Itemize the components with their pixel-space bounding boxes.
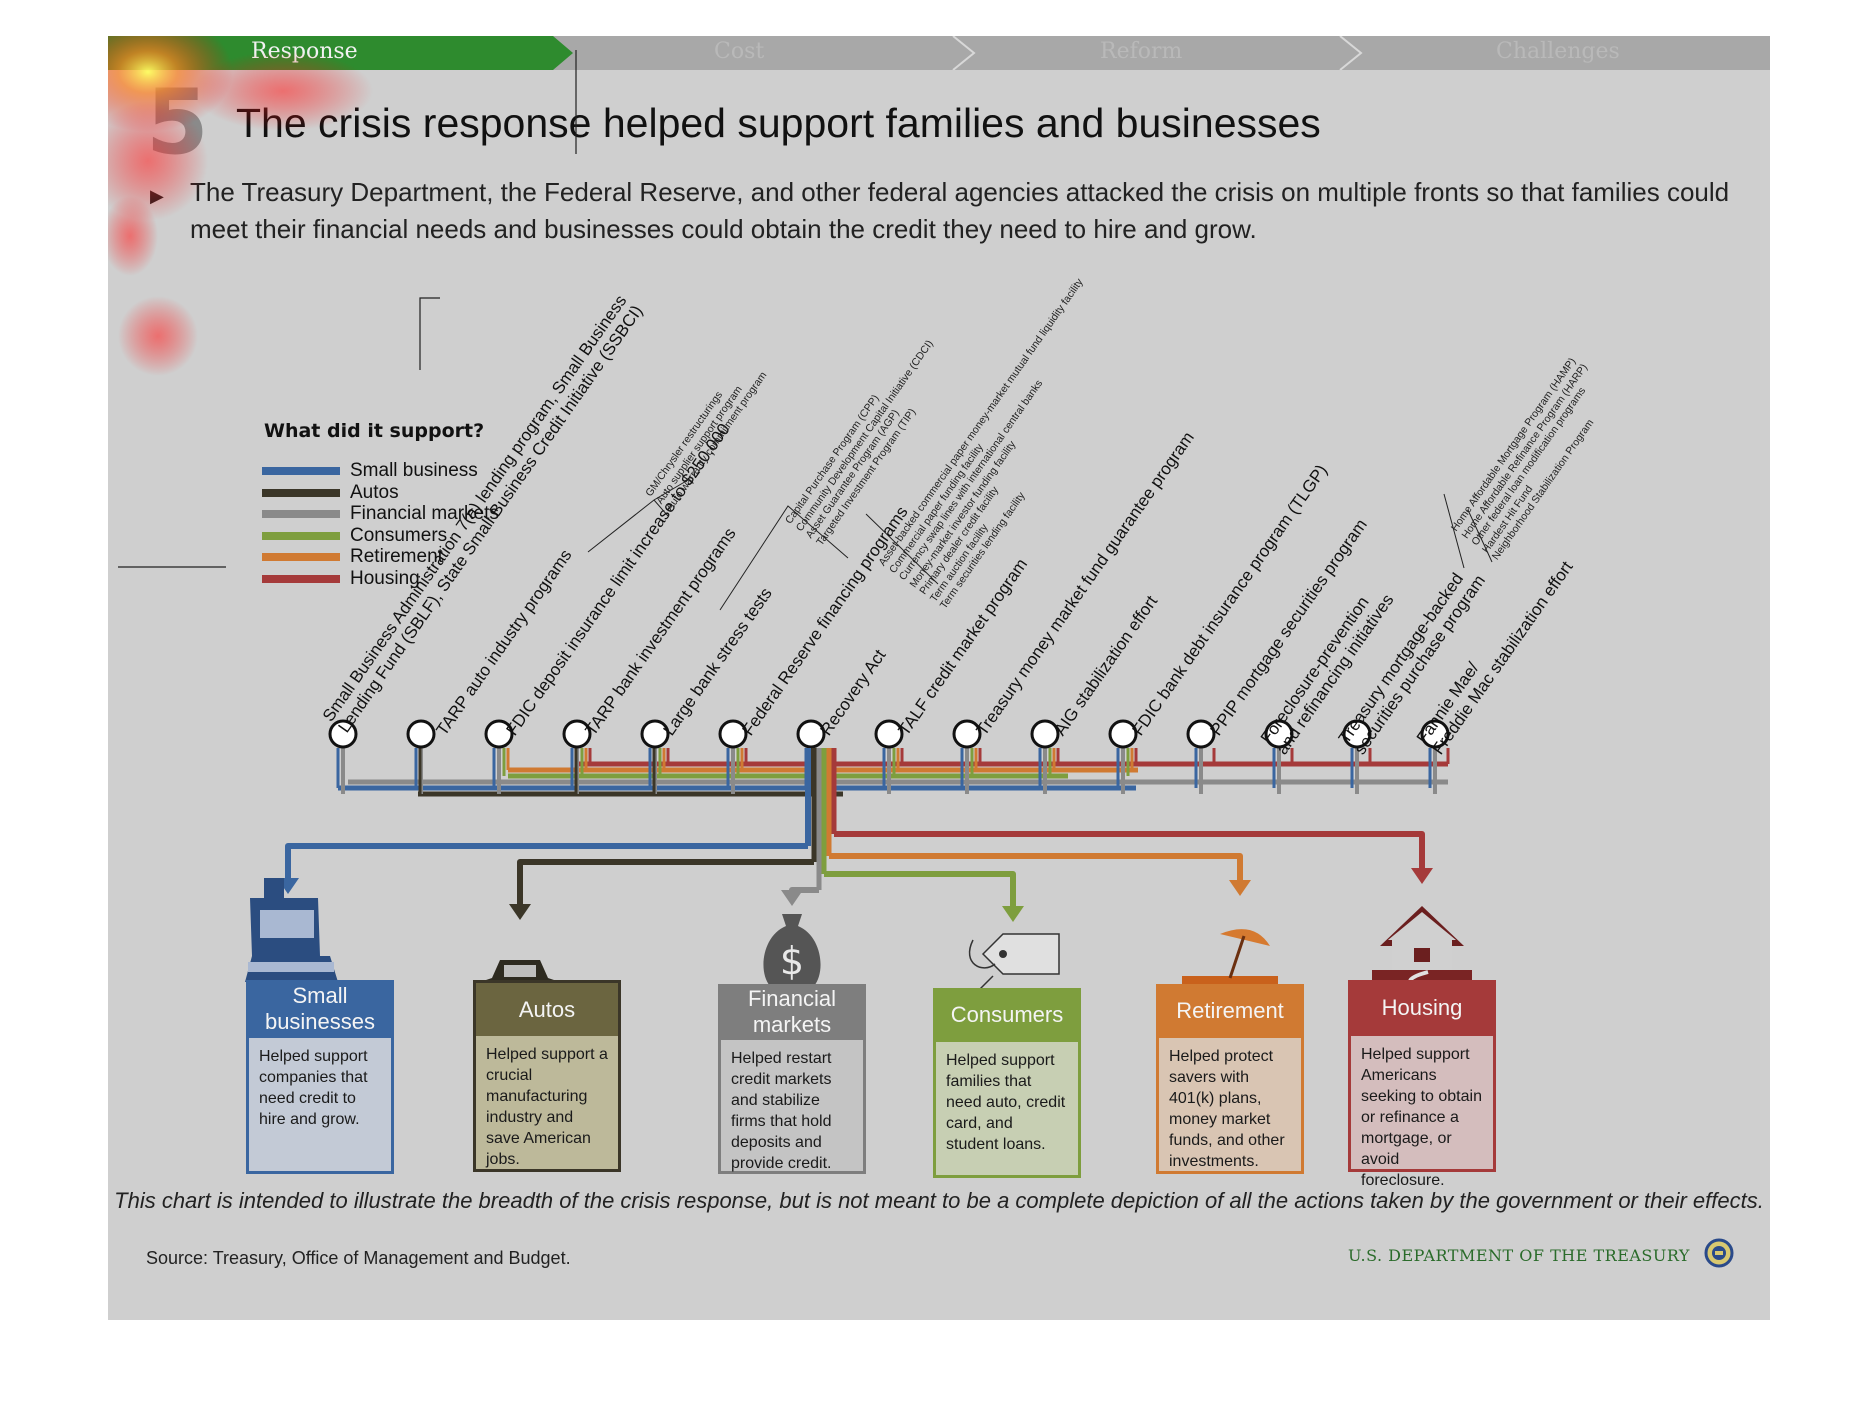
category-title-text: Financial markets [747, 986, 837, 1037]
category-title-consumers: Consumers [933, 988, 1081, 1042]
category-title-autos: Autos [473, 980, 621, 1036]
program-node-10 [1108, 719, 1138, 749]
category-title-text: Consumers [950, 1002, 1064, 1027]
house-window-icon [1414, 948, 1430, 962]
category-desc-financial-markets: Helped restart credit markets and stabil… [718, 1040, 866, 1174]
branch-consumers-arrowhead [1002, 906, 1024, 922]
program-node-2 [484, 719, 514, 749]
program-node-5 [718, 719, 748, 749]
tab-reform[interactable]: Reform [1100, 39, 1183, 64]
branch-retirement-arrowhead [1229, 880, 1251, 896]
leader-line [719, 505, 849, 611]
program-node-6 [796, 719, 826, 749]
program-node-8 [952, 719, 982, 749]
program-node-1 [406, 719, 436, 749]
legend-item-consumers: Consumers [262, 525, 447, 547]
program-node-4 [640, 719, 670, 749]
branch-housing-arrowhead [1411, 868, 1433, 884]
leader-line [653, 499, 669, 517]
legend-label: Small business [350, 460, 478, 481]
slide: Response Cost Reform Challenges 5 The cr… [108, 36, 1770, 1320]
branch-autos-arrowhead [509, 904, 531, 920]
cash-register-keys-icon [260, 910, 314, 938]
legend-label: Consumers [350, 525, 448, 546]
category-title-financial-markets: Financial markets [718, 984, 866, 1040]
program-node-3 [562, 719, 592, 749]
house-roof-inner-icon [1388, 912, 1456, 940]
leader-line [1443, 493, 1465, 569]
category-title-text: Retirement [1176, 998, 1284, 1023]
legend-item-retirement: Retirement [262, 546, 443, 568]
category-title-housing: Housing [1348, 980, 1496, 1036]
category-desc-retirement: Helped protect savers with 401(k) plans,… [1156, 1038, 1304, 1174]
legend-item-financial-markets: Financial markets [262, 503, 499, 525]
price-tag-hole-icon [999, 950, 1007, 958]
legend-label: Financial markets [350, 503, 499, 524]
money-bag-icon [763, 914, 821, 986]
legend-swatch [262, 467, 340, 475]
page-title: The crisis response helped support famil… [236, 100, 1321, 146]
program-node-11 [1186, 719, 1216, 749]
category-title-text: Housing [1381, 995, 1463, 1020]
program-node-12 [1264, 719, 1294, 749]
category-desc-consumers: Helped support families that need auto, … [933, 1042, 1081, 1178]
program-node-14 [1420, 719, 1450, 749]
source-note: Source: Treasury, Office of Management a… [146, 1248, 571, 1268]
legend-title: What did it support? [264, 420, 485, 442]
agency-name: U.S. DEPARTMENT OF THE TREASURY [1348, 1246, 1690, 1265]
branch-housing-line [834, 831, 1425, 870]
leader-line [1467, 509, 1493, 563]
legend-item-small-business: Small business [262, 460, 478, 482]
program-node-0 [328, 719, 358, 749]
program-node-9 [1030, 719, 1060, 749]
cash-register-display-icon [264, 878, 284, 900]
branch-consumers-line [824, 871, 1016, 908]
disclaimer-text: This chart is intended to illustrate the… [114, 1188, 1764, 1213]
branch-small-business-line [285, 843, 808, 880]
dollar-sign-icon: $ [780, 939, 804, 983]
cash-register-drawer-icon [248, 962, 334, 972]
category-desc-autos: Helped support a crucial manufacturing i… [473, 1036, 621, 1172]
umbrella-pole-icon [1228, 935, 1246, 979]
legend-item-housing: Housing [262, 568, 420, 590]
branch-autos-line [517, 859, 814, 906]
legend-swatch [262, 510, 340, 518]
program-node-13 [1342, 719, 1372, 749]
intro-text: The Treasury Department, the Federal Res… [190, 177, 1730, 244]
treasury-seal-icon [1704, 1238, 1734, 1268]
leader-line [865, 513, 939, 585]
legend-label: Housing [350, 568, 420, 589]
legend-swatch [262, 532, 340, 540]
program-node-7 [874, 719, 904, 749]
category-desc-small-businesses: Helped support companies that need credi… [246, 1038, 394, 1174]
branch-retirement-line [829, 853, 1243, 882]
bracket-line [419, 297, 440, 370]
car-windshield-icon [504, 965, 536, 977]
legend-swatch [262, 489, 340, 497]
tab-cost[interactable]: Cost [714, 39, 765, 64]
price-tag-string-icon [968, 939, 996, 969]
legend-swatch [262, 575, 340, 583]
legend-label: Autos [350, 482, 399, 503]
category-title-text: Small businesses [264, 983, 376, 1034]
category-title-retirement: Retirement [1156, 984, 1304, 1038]
branch-financial-arrowhead [781, 890, 803, 906]
tab-challenges[interactable]: Challenges [1496, 39, 1620, 64]
category-title-text: Autos [518, 996, 576, 1022]
legend-swatch [262, 553, 340, 561]
legend-label: Retirement [350, 546, 443, 567]
legend-item-autos: Autos [262, 482, 399, 504]
category-desc-housing: Helped support Americans seeking to obta… [1348, 1036, 1496, 1189]
category-title-small-businesses: Small businesses [246, 980, 394, 1038]
